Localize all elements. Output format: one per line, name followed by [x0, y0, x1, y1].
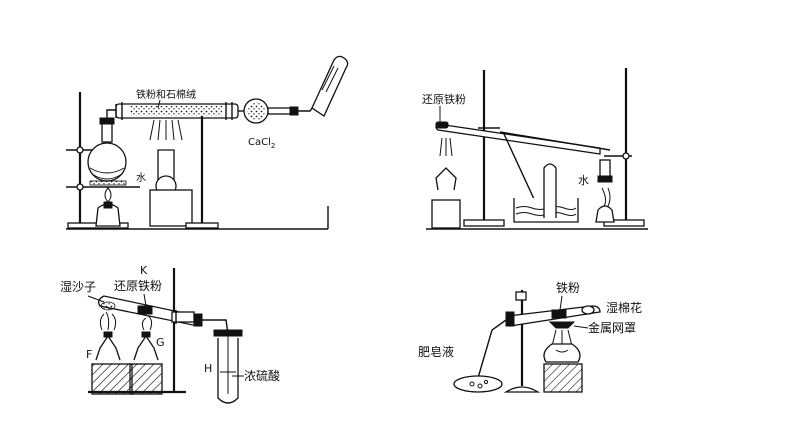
label-iron-powder: 铁粉	[556, 281, 580, 295]
drying-tube-cacl2	[238, 98, 299, 124]
reaction-tube-iron	[115, 102, 239, 120]
panel-1-apparatus: 铁粉和石棉绒 水 CaCl2	[66, 55, 349, 230]
test-tube-h	[213, 329, 243, 404]
label-h: H	[204, 362, 212, 375]
lamp-on-block	[149, 149, 193, 227]
label-f: F	[86, 348, 92, 361]
reaction-tube-p3	[98, 295, 203, 327]
label-water-p2: 水	[578, 174, 589, 187]
panel-3-apparatus: K 湿沙子 还原铁粉 F G H 浓硫酸	[60, 264, 280, 404]
panel-2-apparatus: 还原铁粉 水	[422, 68, 648, 230]
label-k: K	[140, 264, 148, 277]
label-water-p1: 水	[136, 172, 146, 184]
label-g: G	[156, 336, 165, 349]
label-cacl2-base: CaCl	[248, 137, 271, 148]
alcohol-burner-1	[95, 187, 121, 227]
heating-flame-tube	[149, 119, 183, 141]
iron-stand-2-right	[603, 68, 645, 227]
collection-tube	[298, 55, 349, 117]
label-reduced-iron-p2: 还原铁粉	[422, 93, 466, 106]
label-soap-solution: 肥皂液	[418, 344, 454, 359]
burner-g	[129, 315, 163, 395]
soap-dish	[453, 375, 503, 393]
label-conc-sulfuric: 浓硫酸	[244, 368, 280, 383]
label-wet-sand: 湿沙子	[60, 279, 96, 294]
iron-stand-4	[503, 290, 541, 393]
label-iron-asbestos: 铁粉和石棉绒	[136, 88, 196, 101]
burner-mesh	[543, 321, 583, 393]
small-tube-water	[595, 159, 615, 223]
reaction-tube-reduced-iron	[435, 121, 611, 155]
label-metal-mesh: 金属网罩	[588, 320, 636, 335]
gas-collection-tube	[543, 163, 557, 218]
label-cacl2-sub: 2	[271, 142, 275, 150]
panel-4-apparatus: 铁粉 湿棉花 金属网罩 肥皂液	[418, 281, 642, 393]
iron-stand-middle	[185, 116, 219, 229]
reaction-tube-p4	[505, 305, 601, 327]
left-heat-source-2	[431, 137, 461, 229]
label-reduced-iron-p3: 还原铁粉	[114, 279, 162, 293]
label-wet-cotton: 湿棉花	[606, 300, 642, 315]
flask-water-boiler	[87, 117, 127, 186]
burner-f	[91, 311, 133, 395]
label-cacl2: CaCl2	[248, 137, 275, 150]
iron-stand-2	[463, 70, 505, 227]
